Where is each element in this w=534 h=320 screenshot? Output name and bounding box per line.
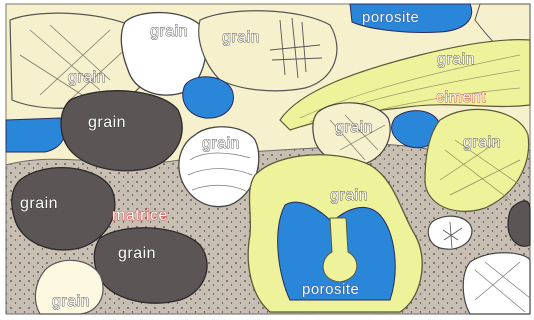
- label-matrice: matrice: [112, 207, 168, 224]
- label-porosite-top: porosite: [362, 9, 419, 26]
- grain-white-small-right: [428, 216, 472, 249]
- label-porosite-bottom: porosite: [302, 281, 359, 298]
- label-grain-9: grain: [330, 187, 368, 204]
- pore-left: [6, 118, 65, 152]
- label-grain-10: grain: [20, 195, 58, 212]
- pore-middle: [183, 77, 234, 118]
- label-ciment: ciment: [436, 89, 486, 106]
- label-grain-2: grain: [222, 29, 260, 46]
- label-grain-11: grain: [118, 245, 156, 262]
- label-grain-7: grain: [202, 135, 240, 152]
- grain-white-bottom-right: [463, 253, 530, 314]
- label-grain-8: grain: [463, 134, 501, 151]
- label-grain-3: grain: [68, 69, 106, 86]
- label-grain-6: grain: [335, 119, 373, 136]
- label-grain-4: grain: [437, 51, 475, 68]
- label-grain-5: grain: [88, 114, 126, 131]
- label-grain-1: grain: [150, 23, 188, 40]
- label-grain-12: grain: [52, 293, 90, 310]
